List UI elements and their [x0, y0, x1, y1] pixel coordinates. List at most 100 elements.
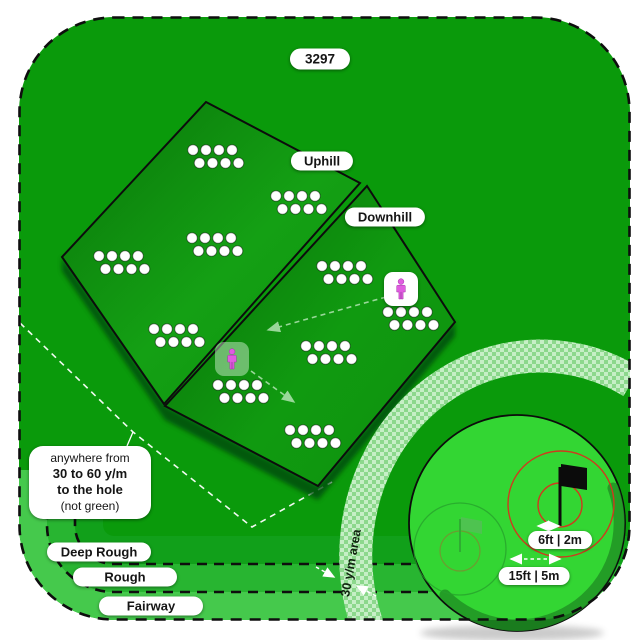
golf-ball: [226, 144, 238, 156]
note-callout-line: [126, 431, 134, 447]
player-position: [384, 272, 418, 306]
golf-ball: [218, 245, 231, 257]
golf-ball: [244, 392, 257, 404]
rough-label: Rough: [73, 567, 177, 587]
landing-note: anywhere from 30 to 60 y/m to the hole (…: [29, 446, 151, 519]
fairway-label: Fairway: [99, 596, 203, 616]
golf-ball: [99, 263, 112, 275]
landing-area-outline: [19, 322, 333, 528]
golf-ball: [276, 203, 289, 215]
golf-ball: [297, 424, 309, 436]
golf-ball: [427, 319, 440, 331]
golf-ball: [119, 250, 131, 262]
golf-ball: [132, 250, 144, 262]
platform-shadow: [62, 257, 455, 500]
band-width-arrow-left: [315, 566, 336, 578]
golf-ball: [323, 424, 335, 436]
golf-ball: [309, 190, 321, 202]
golf-ball: [225, 232, 237, 244]
golf-ball: [232, 157, 245, 169]
golf-ball: [290, 437, 303, 449]
golf-ball: [187, 323, 199, 335]
golf-ball: [382, 306, 394, 318]
golf-ball: [186, 232, 198, 244]
golf-ball: [93, 250, 105, 262]
golf-ball: [283, 190, 295, 202]
page-border: [18, 16, 631, 621]
golf-ball: [316, 437, 329, 449]
golf-ball: [174, 323, 186, 335]
golf-ball: [212, 379, 224, 391]
golf-ball: [401, 319, 414, 331]
golf-ball: [322, 273, 335, 285]
golf-ball: [200, 144, 212, 156]
ball-clusters-layer: [93, 144, 440, 449]
golf-ball: [187, 144, 199, 156]
deep-rough-label: Deep Rough: [47, 542, 151, 562]
golf-ball: [219, 157, 232, 169]
golf-ball: [303, 437, 316, 449]
golf-ball: [310, 424, 322, 436]
golf-ball: [193, 157, 206, 169]
golf-ball: [326, 340, 338, 352]
pin-radius-small-label: 6ft | 2m: [528, 531, 592, 549]
golf-ball: [238, 379, 250, 391]
fairway-boundary-line: [45, 470, 630, 594]
golf-ball: [148, 323, 160, 335]
ghost-pin-flag-icon: [413, 502, 507, 596]
golf-ball: [296, 190, 308, 202]
golf-ball: [231, 245, 244, 257]
golf-ball: [284, 424, 296, 436]
golf-ball: [106, 250, 118, 262]
hole-id-badge: 3297: [289, 48, 351, 70]
golf-ball: [225, 379, 237, 391]
golf-ball: [154, 336, 167, 348]
green-shadow: [420, 625, 604, 640]
uphill-label: Uphill: [290, 151, 354, 171]
golf-ball: [361, 273, 374, 285]
note-line-2: 30 to 60 y/m: [52, 466, 128, 481]
golf-ball: [270, 190, 282, 202]
pin-radius-large-label: 15ft | 5m: [498, 567, 570, 585]
golf-ball: [342, 260, 354, 272]
golf-ball: [302, 203, 315, 215]
golf-ball: [231, 392, 244, 404]
aim-arrow-left: [266, 296, 387, 333]
golf-ball: [315, 203, 328, 215]
golf-ball: [138, 263, 151, 275]
distance-band: [339, 339, 630, 620]
person-icon: [396, 278, 406, 300]
golf-ball: [161, 323, 173, 335]
golf-ball: [348, 273, 361, 285]
golf-ball: [213, 144, 225, 156]
golf-ball: [316, 260, 328, 272]
golf-ball: [212, 232, 224, 244]
downhill-label: Downhill: [344, 207, 426, 227]
note-line-3: to the hole: [57, 482, 123, 497]
golf-ball: [332, 353, 345, 365]
golf-ball: [257, 392, 270, 404]
golf-ball: [329, 260, 341, 272]
golf-ball: [251, 379, 263, 391]
golf-ball: [335, 273, 348, 285]
pin-flag-icon: [558, 464, 587, 526]
note-line-4: (not green): [60, 499, 120, 513]
golf-ball: [125, 263, 138, 275]
golf-ball: [112, 263, 125, 275]
golf-ball: [345, 353, 358, 365]
golf-ball: [167, 336, 180, 348]
golf-ball: [388, 319, 401, 331]
golf-ball: [289, 203, 302, 215]
golf-ball: [218, 392, 231, 404]
golf-ball: [205, 245, 218, 257]
person-icon: [227, 348, 237, 370]
golf-ball: [206, 157, 219, 169]
golf-ball: [192, 245, 205, 257]
golf-ball: [300, 340, 312, 352]
golf-ball: [414, 319, 427, 331]
downhill-platform: [163, 184, 457, 488]
note-line-1: anywhere from: [50, 451, 130, 465]
golf-ball: [180, 336, 193, 348]
